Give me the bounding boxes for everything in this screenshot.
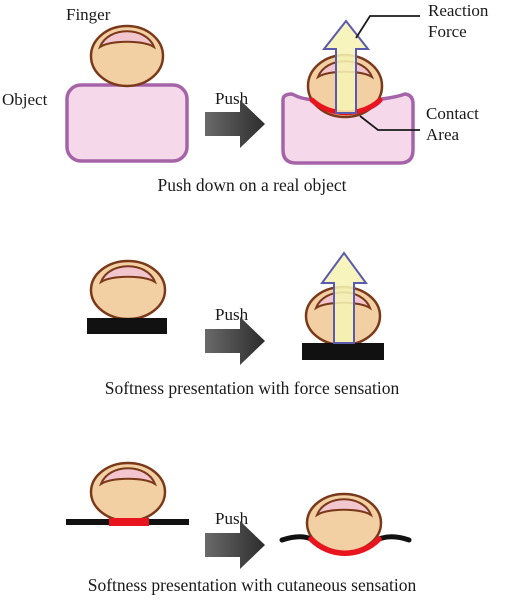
deformed-object xyxy=(281,92,415,165)
reaction-force-arrow-icon xyxy=(320,251,368,344)
push-arrow-icon xyxy=(205,521,265,569)
caption-real-object: Push down on a real object xyxy=(157,175,346,195)
push-arrow-icon xyxy=(205,317,265,365)
contact-label: Contact xyxy=(426,104,479,123)
display-plate xyxy=(302,343,384,360)
caption-force-sensation: Softness presentation with force sensati… xyxy=(105,378,400,398)
area-label: Area xyxy=(426,125,459,144)
contact-area-line xyxy=(308,536,382,556)
push-arrow-icon xyxy=(205,100,265,148)
finger xyxy=(89,461,167,523)
finger xyxy=(89,24,165,88)
panel-force-sensation: Push Softness presentation with force se… xyxy=(87,251,400,398)
display-plate xyxy=(87,318,167,334)
finger xyxy=(89,259,167,321)
pressed-finger xyxy=(305,492,383,554)
force-label: Force xyxy=(428,22,467,41)
panel-cutaneous-sensation: Push Softness presentation with cutaneou… xyxy=(66,461,417,595)
object-label: Object xyxy=(2,90,48,109)
reaction-label: Reaction xyxy=(428,1,489,20)
fingernail xyxy=(97,30,157,50)
caption-cutaneous-sensation: Softness presentation with cutaneous sen… xyxy=(88,575,417,595)
fingernail xyxy=(98,467,158,487)
object-block xyxy=(65,83,189,163)
reaction-force-leader xyxy=(355,15,420,39)
contact-area-strip xyxy=(109,518,149,526)
finger-label: Finger xyxy=(66,5,111,24)
contact-area-leader xyxy=(359,115,420,131)
fingernail xyxy=(98,265,158,285)
fingernail xyxy=(314,498,374,518)
panel-real-object: Finger Object Push Reaction Force Contac… xyxy=(2,1,489,195)
